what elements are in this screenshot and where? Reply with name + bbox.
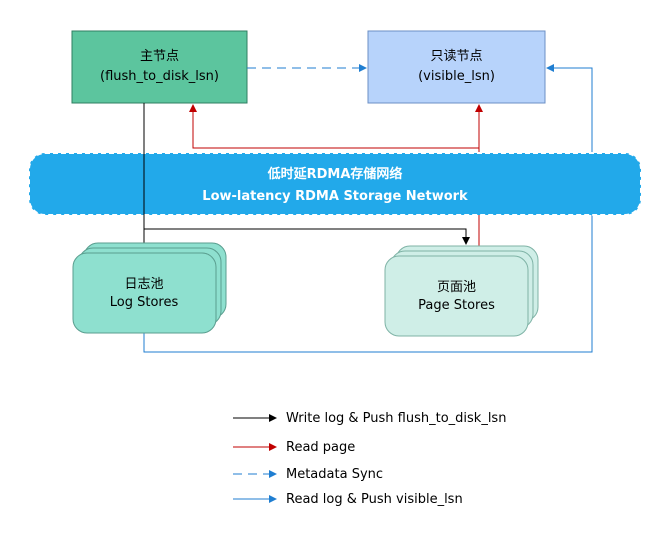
legend-label-read-log: Read log & Push visible_lsn <box>286 492 463 507</box>
network-title: 低时延RDMA存储网络 <box>267 166 403 182</box>
read-log-push-visible-lsn-path <box>143 64 593 353</box>
page-stores-stack: 页面池 Page Stores <box>384 245 539 337</box>
legend-label-read-page: Read page <box>286 440 355 455</box>
primary-node: 主节点 (flush_to_disk_lsn) <box>71 30 248 104</box>
legend-label-metadata-sync: Metadata Sync <box>286 467 383 482</box>
log-stores-subtitle: Log Stores <box>110 295 179 310</box>
log-stores-stack: 日志池 Log Stores <box>72 242 227 334</box>
legend-item-metadata-sync: Metadata Sync <box>233 467 383 482</box>
rdma-network-band: 低时延RDMA存储网络 Low-latency RDMA Storage Net… <box>28 152 642 216</box>
readonly-node-subtitle: (visible_lsn) <box>418 69 495 84</box>
readonly-node: 只读节点 (visible_lsn) <box>367 30 546 104</box>
page-stores-subtitle: Page Stores <box>418 298 495 313</box>
log-stores-title: 日志池 <box>124 277 163 292</box>
legend-item-read-page: Read page <box>233 440 355 455</box>
page-stores-title: 页面池 <box>437 280 476 295</box>
write-log-path-page <box>144 228 470 245</box>
legend: Write log & Push flush_to_disk_lsn Read … <box>233 411 506 507</box>
readonly-node-title: 只读节点 <box>430 49 482 64</box>
legend-item-read-log: Read log & Push visible_lsn <box>233 492 463 507</box>
network-subtitle: Low-latency RDMA Storage Network <box>202 189 468 204</box>
primary-node-subtitle: (flush_to_disk_lsn) <box>100 69 219 84</box>
legend-item-write-log: Write log & Push flush_to_disk_lsn <box>233 411 506 426</box>
legend-label-write-log: Write log & Push flush_to_disk_lsn <box>286 411 506 426</box>
primary-node-title: 主节点 <box>140 49 179 64</box>
